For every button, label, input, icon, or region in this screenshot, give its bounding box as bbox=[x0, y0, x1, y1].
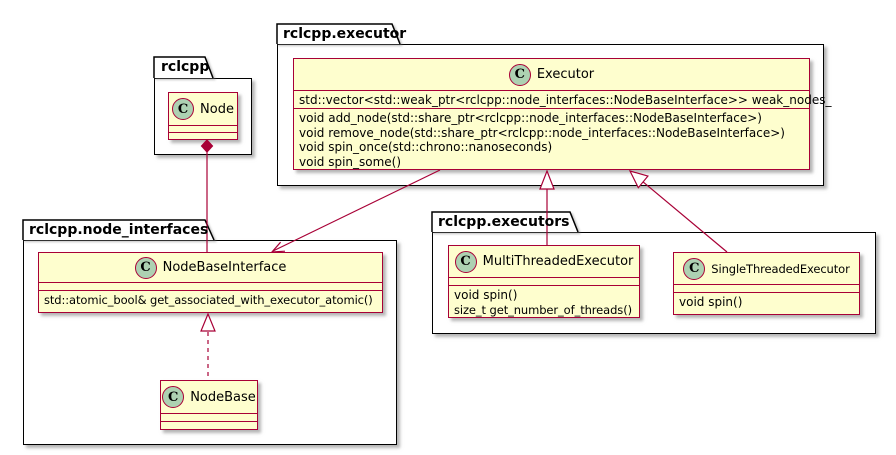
method-line: void spin() bbox=[679, 295, 743, 309]
method-line: size_t get_number_of_threads() bbox=[454, 302, 632, 317]
class-node-attributes bbox=[169, 125, 237, 132]
class-executor-attributes: std::vector<std::weak_ptr<rclcpp::node_i… bbox=[294, 90, 832, 108]
class-multi-threaded-executor-title: C MultiThreadedExecutor bbox=[449, 246, 639, 277]
class-single-threaded-executor-name: SingleThreadedExecutor bbox=[711, 261, 850, 276]
package-rclcpp-label: rclcpp bbox=[161, 59, 210, 75]
class-node-base-title: C NodeBase bbox=[161, 381, 257, 413]
class-node-base-interface: C NodeBaseInterface std::atomic_bool& ge… bbox=[38, 252, 383, 313]
class-single-threaded-executor-attributes bbox=[674, 284, 859, 292]
class-executor-title: C Executor bbox=[294, 59, 809, 90]
class-multi-threaded-executor: C MultiThreadedExecutor void spin() size… bbox=[448, 245, 640, 318]
class-multi-threaded-executor-methods: void spin() size_t get_number_of_threads… bbox=[449, 285, 639, 319]
package-rclcpp-executors-label: rclcpp.executors bbox=[438, 214, 570, 230]
class-single-threaded-executor: C SingleThreadedExecutor void spin() bbox=[673, 252, 860, 315]
class-multi-threaded-executor-name: MultiThreadedExecutor bbox=[482, 254, 634, 269]
method-line: void spin() bbox=[454, 288, 518, 302]
class-stereotype-icon: C bbox=[162, 386, 185, 408]
class-executor: C Executor std::vector<std::weak_ptr<rcl… bbox=[293, 58, 832, 171]
class-stereotype-icon: C bbox=[508, 63, 531, 86]
class-node-base-interface-methods: std::atomic_bool& get_associated_with_ex… bbox=[39, 290, 382, 312]
class-node-name: Node bbox=[200, 101, 234, 117]
class-node-base-interface-title: C NodeBaseInterface bbox=[39, 253, 382, 282]
class-executor-name: Executor bbox=[536, 67, 595, 82]
class-stereotype-icon: C bbox=[683, 257, 706, 280]
class-multi-threaded-executor-attributes bbox=[449, 277, 639, 285]
method-line: void spin_some() bbox=[299, 154, 402, 169]
class-node-title: C Node bbox=[169, 93, 237, 125]
class-stereotype-icon: C bbox=[172, 98, 195, 120]
class-node-base-interface-name: NodeBaseInterface bbox=[162, 260, 287, 275]
package-rclcpp-node-interfaces-label: rclcpp.node_interfaces bbox=[29, 222, 209, 238]
method-line: void remove_node(std::share_ptr<rclcpp::… bbox=[299, 125, 785, 140]
class-node-base-attributes bbox=[161, 413, 257, 421]
class-executor-methods: void add_node(std::share_ptr<rclcpp::nod… bbox=[294, 108, 809, 171]
class-node-base: C NodeBase bbox=[160, 380, 258, 430]
class-single-threaded-executor-methods: void spin() bbox=[674, 292, 859, 314]
class-stereotype-icon: C bbox=[454, 250, 477, 273]
class-node-methods bbox=[169, 132, 237, 139]
class-node-base-interface-attributes bbox=[39, 282, 382, 290]
method-line: std::atomic_bool& get_associated_with_ex… bbox=[44, 293, 373, 307]
package-rclcpp-executor-label: rclcpp.executor bbox=[283, 26, 407, 42]
class-single-threaded-executor-title: C SingleThreadedExecutor bbox=[674, 253, 859, 284]
class-node-base-name: NodeBase bbox=[190, 389, 256, 405]
attribute-line: std::vector<std::weak_ptr<rclcpp::node_i… bbox=[299, 93, 832, 107]
method-line: void spin_once(std::chrono::nanoseconds) bbox=[299, 140, 553, 154]
class-node: C Node bbox=[168, 92, 238, 140]
class-stereotype-icon: C bbox=[134, 256, 157, 279]
class-node-base-methods bbox=[161, 421, 257, 429]
method-line: void add_node(std::share_ptr<rclcpp::nod… bbox=[299, 111, 762, 125]
